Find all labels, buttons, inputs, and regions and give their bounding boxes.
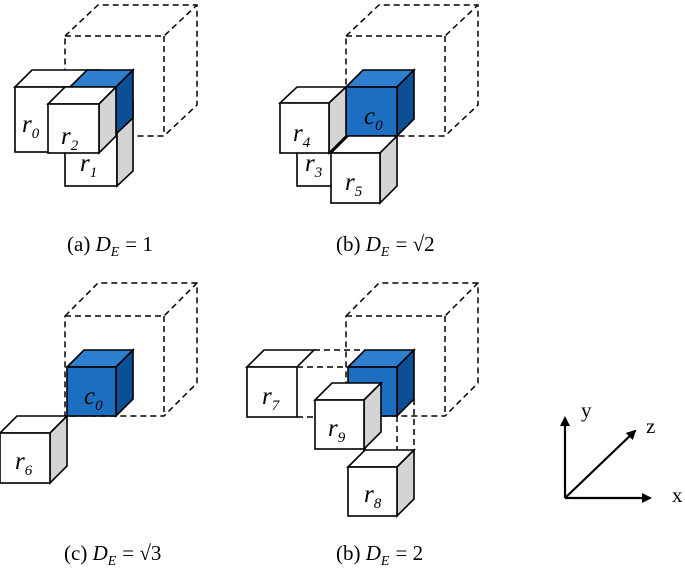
cube-r6 <box>0 414 69 485</box>
panel-b: c0 r4 r3 r5 (b) DE= √2 <box>277 4 479 260</box>
caption-a: (a) DE= 1 <box>67 232 153 260</box>
cube-r7 <box>245 349 316 418</box>
z-axis-label: z <box>646 414 655 438</box>
cube-label: c0 <box>364 103 383 134</box>
cube-r5 <box>329 134 399 205</box>
cube-r2 <box>46 85 118 155</box>
axes: y x z <box>560 398 683 507</box>
panel-d: r7 r9 r8 (b) DE= 2 <box>245 282 479 569</box>
cube-label: r7 <box>262 383 281 414</box>
panel-c: c0 r6 (c) DE= √3 <box>0 282 198 569</box>
panel-a: r0 r2 r1 (a) DE= 1 <box>13 4 198 260</box>
neighborhood-cube-a <box>64 4 198 137</box>
cube-label: r5 <box>345 169 363 200</box>
cube-label: r9 <box>328 415 346 446</box>
y-axis-label: y <box>581 398 592 422</box>
cube-label: r8 <box>364 481 382 512</box>
caption-b: (b) DE= √2 <box>336 232 435 260</box>
cube-r9 <box>313 381 383 451</box>
cube-label: r2 <box>61 123 79 154</box>
z-axis-arrow <box>564 429 637 499</box>
neighborhood-cube-b <box>345 4 479 137</box>
cube-label: r1 <box>80 150 97 181</box>
cube-label: r3 <box>305 150 322 181</box>
cube-c0 <box>65 348 135 418</box>
cube-center-blue <box>68 68 135 136</box>
caption-c: (c) DE= √3 <box>64 541 161 569</box>
cube-r8 <box>346 448 416 518</box>
cube-label: r6 <box>15 448 33 479</box>
cube-label: c0 <box>84 383 103 414</box>
cube-label: r4 <box>293 120 311 151</box>
cube-label: r0 <box>22 111 40 142</box>
cube-c0 <box>344 68 416 138</box>
caption-d: (b) DE= 2 <box>336 541 423 569</box>
x-axis-label: x <box>672 483 683 507</box>
cube-r4 <box>277 85 349 155</box>
